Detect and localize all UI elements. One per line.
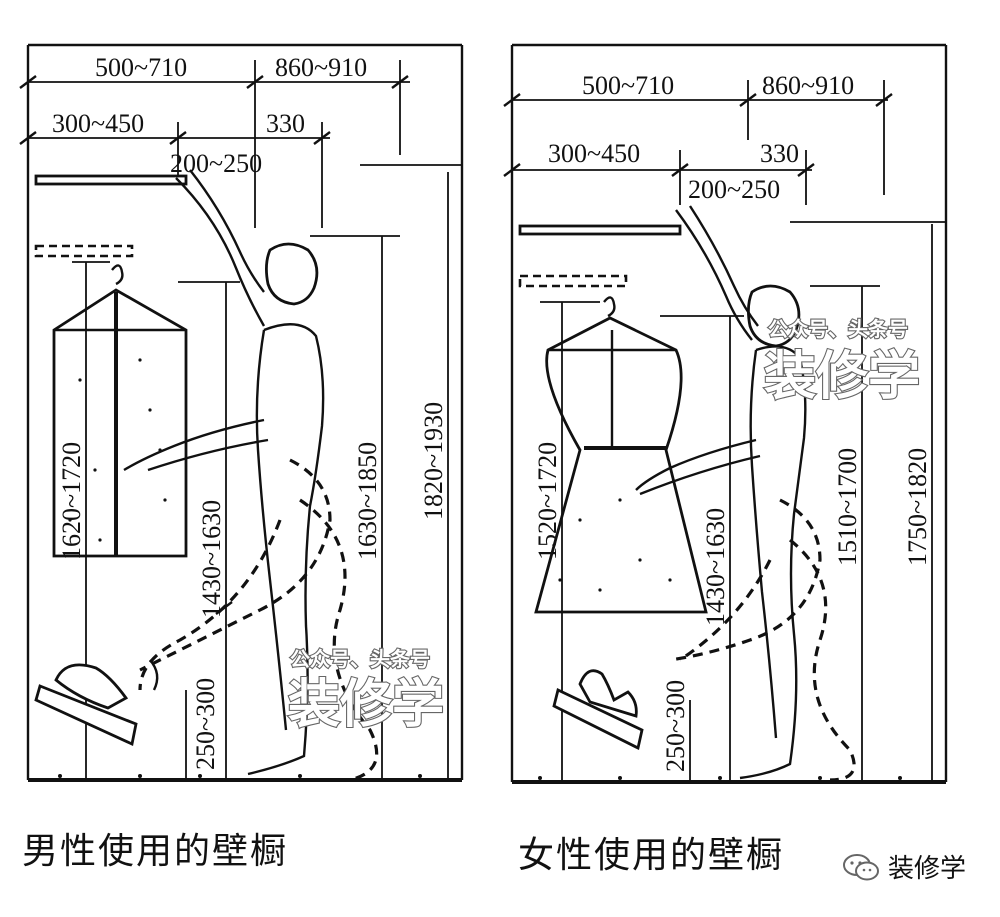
dim-v-2: 1430~1630: [701, 508, 730, 626]
dim-h-2: 860~910: [762, 71, 854, 100]
male-figure: [123, 169, 379, 782]
dim-v-4: 1750~1820: [903, 448, 932, 566]
watermark-small: 公众号、头条号: [768, 317, 908, 341]
dim-v-4: 1820~1930: [419, 402, 448, 520]
upper-shelf: [34, 174, 188, 186]
dim-h-4: 330: [760, 139, 799, 168]
dim-v-5: 250~300: [661, 680, 690, 772]
dim-h-1: 500~710: [582, 71, 674, 100]
upper-shelf: [518, 224, 682, 236]
dim-v-2: 1430~1630: [197, 500, 226, 618]
wechat-icon: [842, 853, 879, 880]
shoe-tray: [34, 659, 159, 747]
hanging-rail: [34, 244, 134, 258]
hanging-dress: [534, 296, 708, 614]
dim-v-3: 1510~1700: [833, 448, 862, 566]
dim-v-5: 250~300: [191, 678, 220, 770]
brand-label: 装修学: [887, 854, 966, 884]
dim-h-3: 300~450: [52, 109, 144, 138]
dim-v-1: 1520~1720: [533, 442, 562, 560]
dim-h-5: 200~250: [688, 175, 780, 204]
female-figure: [635, 205, 856, 782]
dim-v-1: 1620~1720: [57, 442, 86, 560]
hanging-rail: [518, 274, 628, 288]
right-panel: 500~710 860~910 300~450 330 200~250 1520…: [503, 43, 948, 784]
shoe-tray: [552, 669, 644, 751]
dim-h-4: 330: [266, 109, 305, 138]
brand-badge: 装修学: [842, 848, 966, 885]
watermark-large: 装修学: [764, 347, 920, 407]
right-caption: 女性使用的壁橱: [518, 835, 785, 876]
floor-texture: [538, 776, 902, 780]
watermark-small: 公众号、头条号: [290, 647, 430, 671]
watermark-large: 装修学: [288, 675, 444, 735]
dim-h-3: 300~450: [548, 139, 640, 168]
dim-h-5: 200~250: [170, 149, 262, 178]
dim-h-2: 860~910: [275, 53, 367, 82]
left-caption: 男性使用的壁橱: [22, 831, 289, 872]
dim-v-3: 1630~1850: [353, 442, 382, 560]
left-panel: 500~710 860~910 300~450 330 200~250: [19, 43, 464, 782]
hanging-coat: [52, 264, 188, 558]
floor-texture: [58, 774, 422, 778]
dim-h-1: 500~710: [95, 53, 187, 82]
